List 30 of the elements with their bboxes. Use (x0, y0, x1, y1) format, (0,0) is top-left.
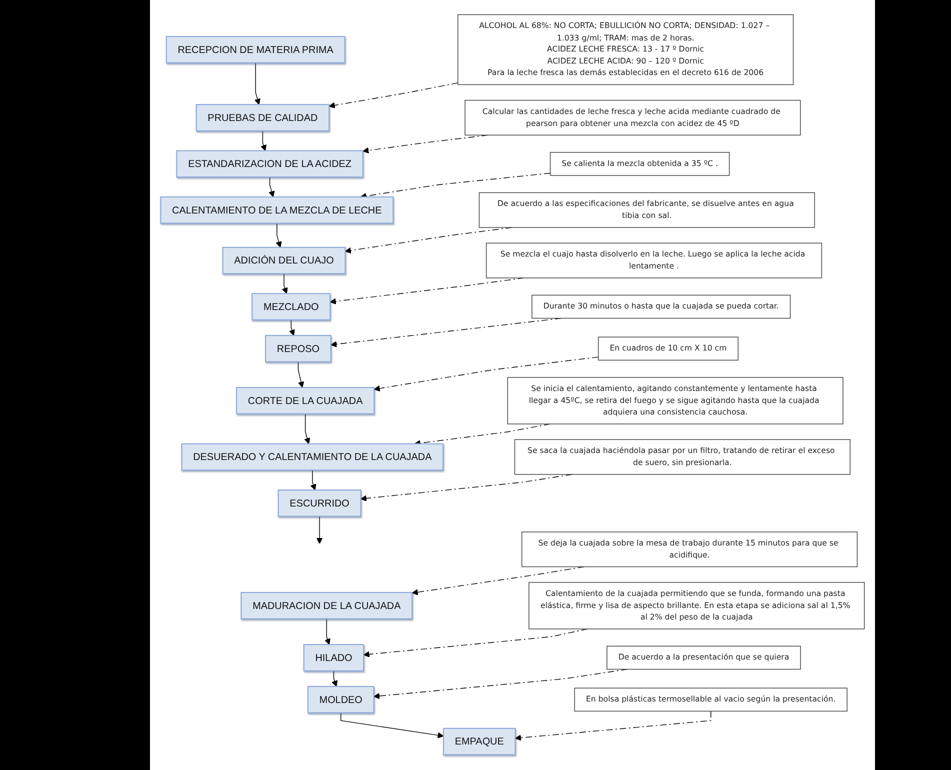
node-box: CORTE DE LA CUAJADA (236, 387, 375, 415)
arrow (374, 357, 599, 392)
arrow (282, 274, 288, 294)
node-box: REPOSO (265, 335, 332, 363)
arrow (310, 470, 316, 491)
node-box: ESCURRIDO (278, 490, 362, 518)
node-box: MADURACION DE LA CUAJADA (240, 592, 413, 620)
arrow (316, 516, 323, 544)
node-box: EMPAQUE (442, 728, 516, 756)
node-box: MEZCLADO (252, 293, 331, 321)
arrow (514, 711, 712, 742)
arrow (276, 223, 282, 248)
arrow (254, 62, 260, 106)
node-box: RECEPCION DE MATERIA PRIMA (166, 36, 346, 64)
arrow (260, 130, 266, 152)
arrow (324, 618, 330, 646)
node-box: HILADO (303, 644, 364, 672)
arrow (332, 670, 338, 688)
node-box: DESUERADO Y CALENTAMIENTO DE LA CUAJADA (181, 444, 444, 471)
node-box: ADICIÓN DEL CUAJO (222, 247, 346, 275)
node-box: PRUEBAS DE CALIDAD (196, 104, 330, 132)
node-box: ESTANDARIZACION DE LA ACIDEZ (176, 150, 364, 178)
arrow (304, 414, 310, 444)
arrow (288, 320, 295, 336)
arrow (298, 362, 304, 388)
node-box: CALENTAMIENTO DE LA MEZCLA DE LECHE (160, 196, 394, 224)
arrow (328, 82, 458, 109)
node-box: MOLDEO (307, 686, 374, 714)
arrow (268, 177, 275, 198)
arrow (340, 712, 444, 739)
